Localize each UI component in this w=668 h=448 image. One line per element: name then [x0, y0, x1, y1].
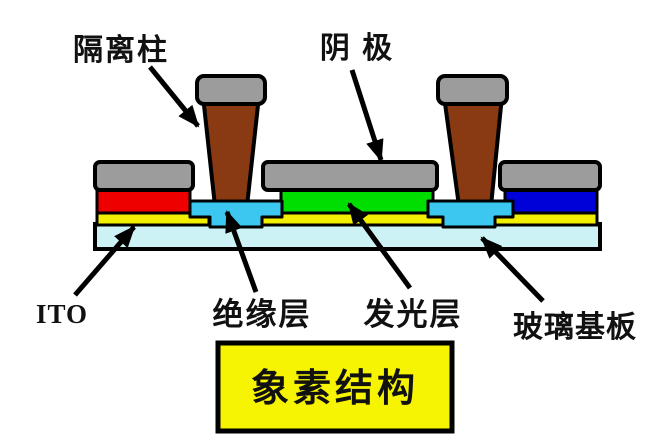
cathode-bar-middle: [261, 160, 439, 192]
insulation-layer-label: 绝缘层: [213, 297, 312, 332]
glass-substrate-layer: [93, 222, 602, 251]
glass-substrate-arrow: [480, 236, 545, 303]
cathode-bar-right: [498, 160, 602, 192]
green-emitting-layer: [279, 187, 435, 215]
title-box: [215, 340, 455, 434]
ito-arrow: [73, 225, 136, 297]
isolation-pillar-right: [441, 94, 505, 208]
cathode-bar-left: [93, 160, 195, 192]
cathode-arrow: [349, 69, 384, 162]
pillar-cap-right: [436, 74, 509, 106]
insulation-layer-arrow: [224, 210, 259, 293]
cathode-label: 阴 极: [320, 32, 394, 65]
insulation-layer-right: [426, 199, 515, 229]
emitting-layer-label: 发光层: [363, 297, 463, 332]
blue-emitting-layer: [503, 187, 599, 215]
isolation-pillar-label: 隔离柱: [73, 34, 169, 67]
isolation-pillar-arrow: [148, 65, 200, 128]
title-box-label: 象素结构: [251, 368, 419, 410]
glass-substrate-label: 玻璃基板: [513, 310, 637, 344]
emitting-layer-arrow: [346, 202, 413, 290]
ito-label: ITO: [36, 299, 88, 329]
pillar-cap-left: [195, 74, 267, 106]
isolation-pillar-left: [200, 94, 262, 208]
